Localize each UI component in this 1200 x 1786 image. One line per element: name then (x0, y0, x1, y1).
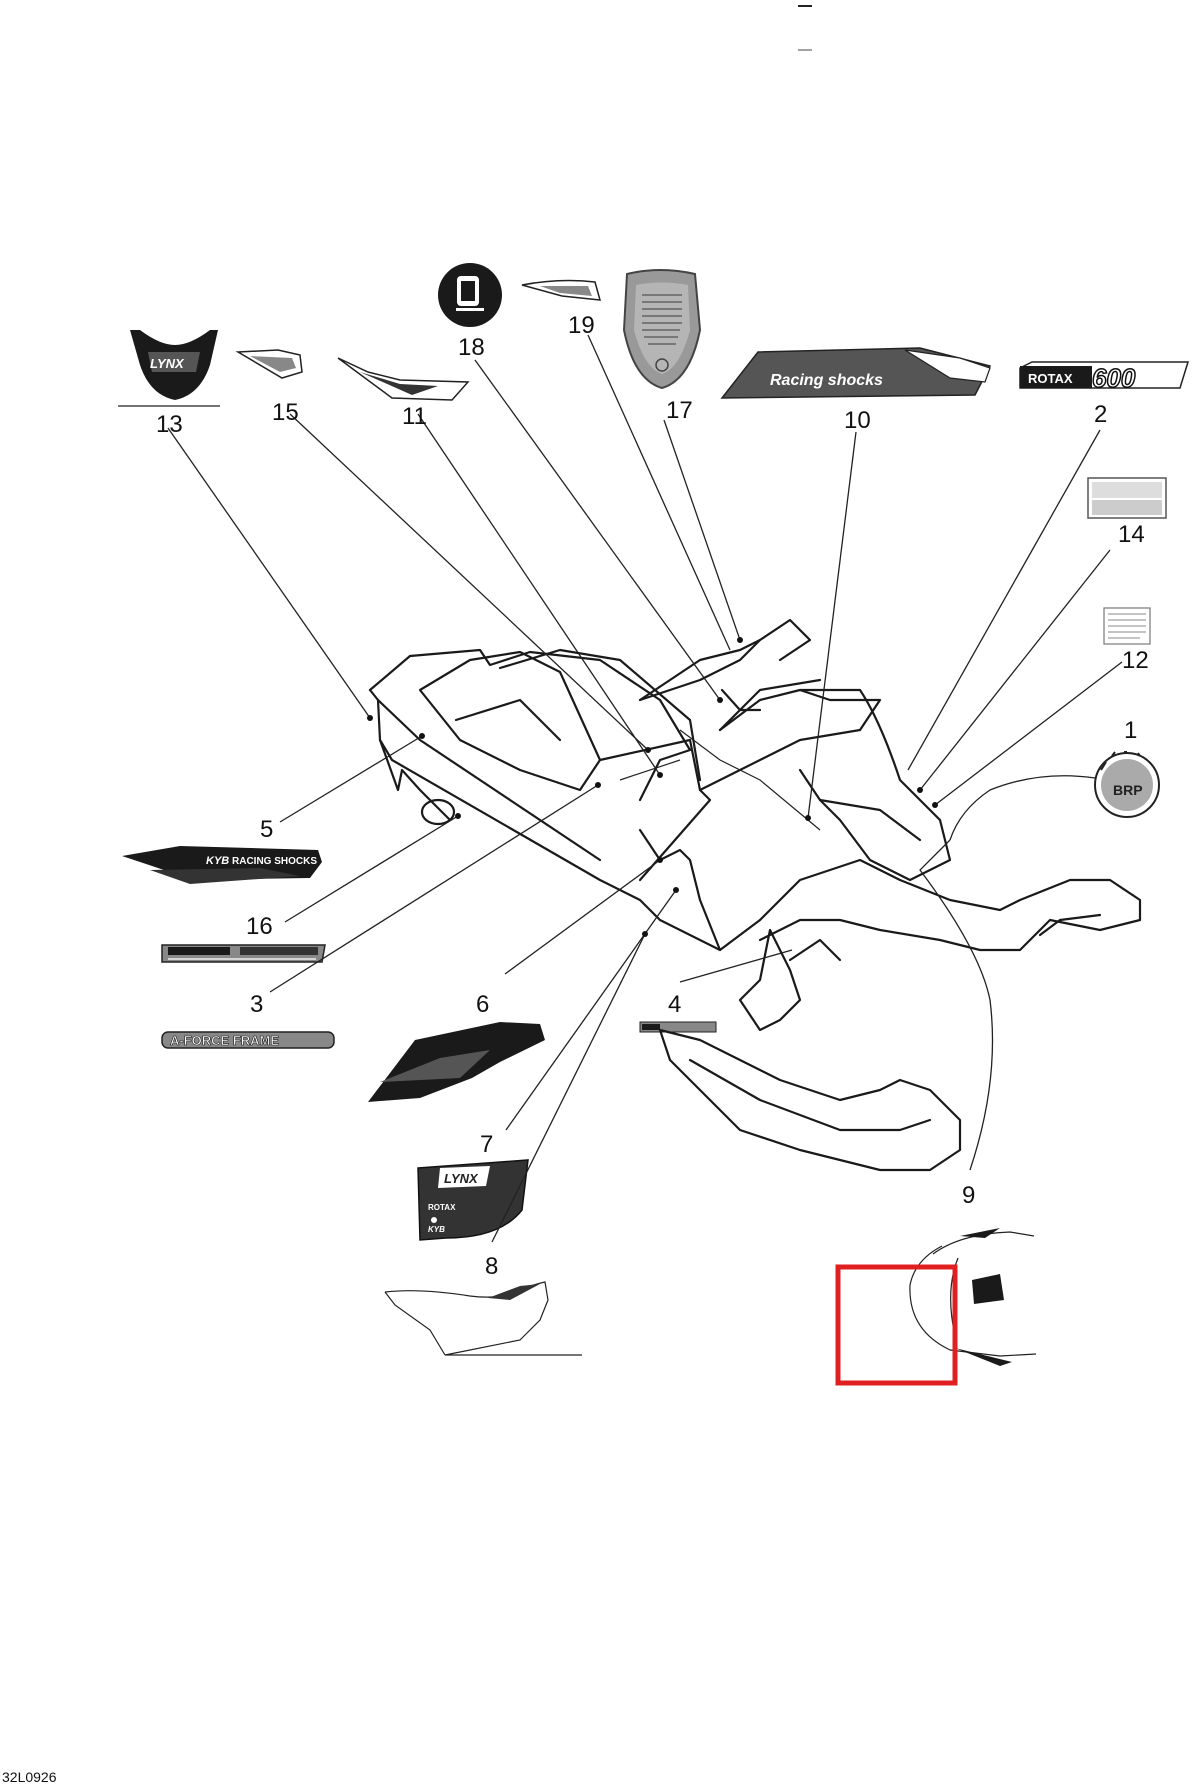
decal-10-racing-shocks: Racing shocks (720, 347, 992, 399)
leader-lines (167, 334, 1123, 1243)
callout-10: 10 (844, 407, 871, 434)
decal-7-kyb: KYB (428, 1225, 445, 1234)
decal-12-text-label (1103, 607, 1151, 645)
callout-17: 17 (666, 397, 693, 424)
decal-8-seat-side (384, 1281, 582, 1356)
decal-3-text: A-FORCE FRAME (170, 1033, 279, 1048)
callout-1: 1 (1124, 717, 1137, 744)
decal-2-number: 600 (1092, 363, 1136, 393)
decal-15 (235, 349, 303, 379)
decal-16 (161, 944, 326, 963)
callout-18: 18 (458, 334, 485, 361)
callout-14: 14 (1118, 521, 1145, 548)
callout-7: 7 (480, 1131, 493, 1158)
decal-17-warning-label (622, 269, 702, 390)
decal-4-kyb-strip (639, 1021, 717, 1033)
callout-5: 5 (260, 816, 273, 843)
callout-11: 11 (402, 403, 427, 430)
decal-11 (337, 357, 470, 401)
callout-15: 15 (272, 399, 299, 426)
decal-3-a-force-frame: A-FORCE FRAME (161, 1031, 335, 1049)
snowmobile-drawing (368, 618, 1142, 1172)
callout-9: 9 (962, 1182, 975, 1209)
decal-5-text: RACING SHOCKS (232, 856, 317, 867)
callout-12: 12 (1122, 647, 1149, 674)
decal-1-brp-badge: BRP (1094, 751, 1160, 818)
decal-18-fuel (438, 263, 502, 327)
callout-3: 3 (250, 991, 263, 1018)
decal-1-text: BRP (1113, 782, 1143, 798)
decal-13-lynx-bib: LYNX (118, 330, 220, 407)
decal-2-rotax-600: ROTAX 600 (1019, 361, 1190, 394)
decal-10-text: Racing shocks (770, 372, 883, 389)
callout-19: 19 (568, 312, 595, 339)
decal-5-kyb-racing-shocks: KYB RACING SHOCKS (122, 846, 322, 884)
callout-2: 2 (1094, 401, 1107, 428)
drawing-code: 32L0926 (2, 1769, 57, 1785)
decal-2-text: ROTAX (1028, 371, 1073, 386)
decal-13-text: LYNX (150, 356, 185, 371)
callout-16: 16 (246, 913, 273, 940)
decal-6-side-panel (368, 1022, 545, 1102)
decal-5-kyb: KYB (206, 855, 229, 867)
decal-7-lynx: LYNX (444, 1171, 479, 1186)
decal-19 (521, 279, 602, 301)
decal-7-lynx-rave: LYNX ROTAX KYB (417, 1159, 529, 1241)
callout-4: 4 (668, 991, 681, 1018)
callout-6: 6 (476, 991, 489, 1018)
callout-8: 8 (485, 1253, 498, 1280)
decal-9-windshield (909, 1228, 1037, 1366)
callout-13: 13 (156, 411, 183, 438)
decal-14-pictogram-label (1087, 477, 1167, 519)
leader-dots (367, 637, 938, 937)
highlight-box (835, 1264, 958, 1386)
decal-7-rotax: ROTAX (428, 1203, 456, 1212)
